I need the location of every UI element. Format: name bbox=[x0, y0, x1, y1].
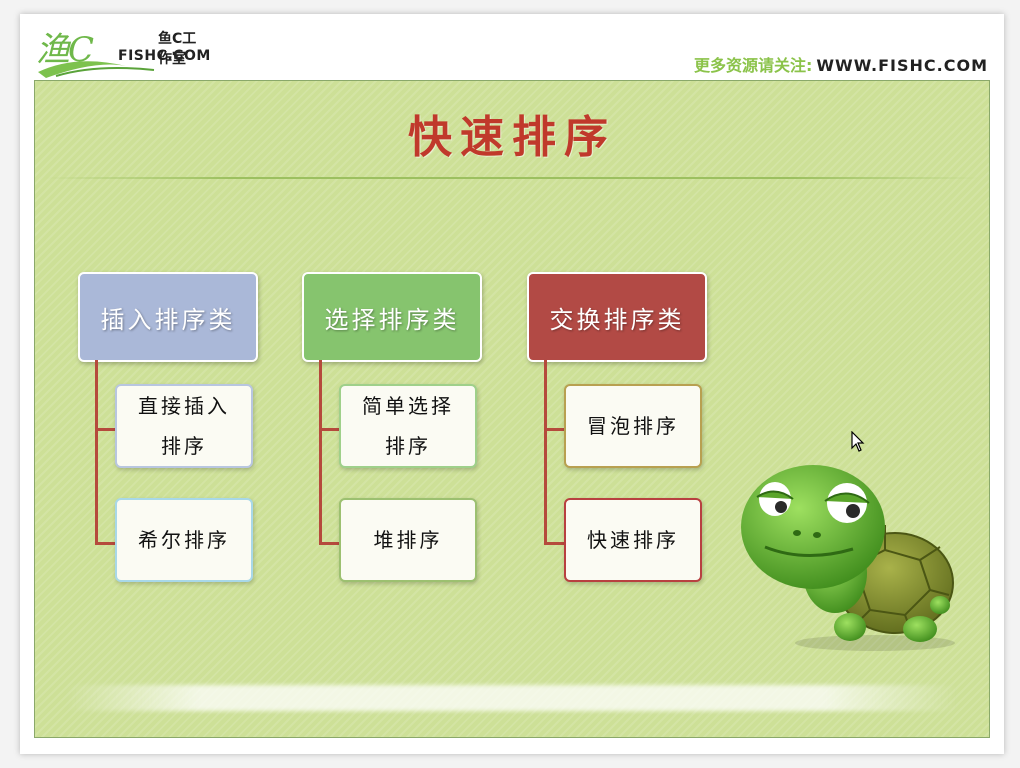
sort-method-box: 简单选择排序 bbox=[339, 384, 477, 468]
connector-vertical bbox=[544, 360, 547, 544]
slide-title: 快速排序 bbox=[408, 112, 616, 163]
promo-label: 更多资源请关注: bbox=[693, 56, 813, 75]
connector-horizontal bbox=[95, 542, 115, 545]
mouse-pointer-icon bbox=[851, 431, 865, 452]
logo-cn-text: 鱼C工作室 bbox=[158, 31, 197, 67]
sort-method-box: 快速排序 bbox=[564, 498, 702, 582]
promo-banner[interactable]: 更多资源请关注:WWW.FISHC.COM bbox=[694, 52, 988, 76]
sort-method-box: 希尔排序 bbox=[115, 498, 253, 582]
title-divider bbox=[45, 177, 979, 179]
sort-method-box: 直接插入排序 bbox=[115, 384, 253, 468]
connector-vertical bbox=[95, 360, 98, 544]
turtle-mascot-icon bbox=[741, 465, 955, 651]
logo-swoosh-icon bbox=[38, 61, 155, 78]
group-header: 插入排序类 bbox=[78, 272, 258, 362]
promo-url-link[interactable]: WWW.FISHC.COM bbox=[816, 56, 988, 75]
sort-method-box: 冒泡排序 bbox=[564, 384, 702, 468]
sort-method-box: 堆排序 bbox=[339, 498, 477, 582]
logo-en-text: FISHC.COM bbox=[118, 48, 211, 64]
group-header: 交换排序类 bbox=[527, 272, 707, 362]
connector-horizontal bbox=[95, 428, 115, 431]
connector-horizontal bbox=[544, 542, 564, 545]
connector-horizontal bbox=[544, 428, 564, 431]
group-header: 选择排序类 bbox=[302, 272, 482, 362]
connector-vertical bbox=[319, 360, 322, 544]
connector-horizontal bbox=[319, 428, 339, 431]
fishc-logo[interactable]: 渔C 鱼C工作室 FISHC.COM bbox=[36, 22, 210, 78]
decorative-light-band bbox=[65, 685, 959, 711]
connector-horizontal bbox=[319, 542, 339, 545]
